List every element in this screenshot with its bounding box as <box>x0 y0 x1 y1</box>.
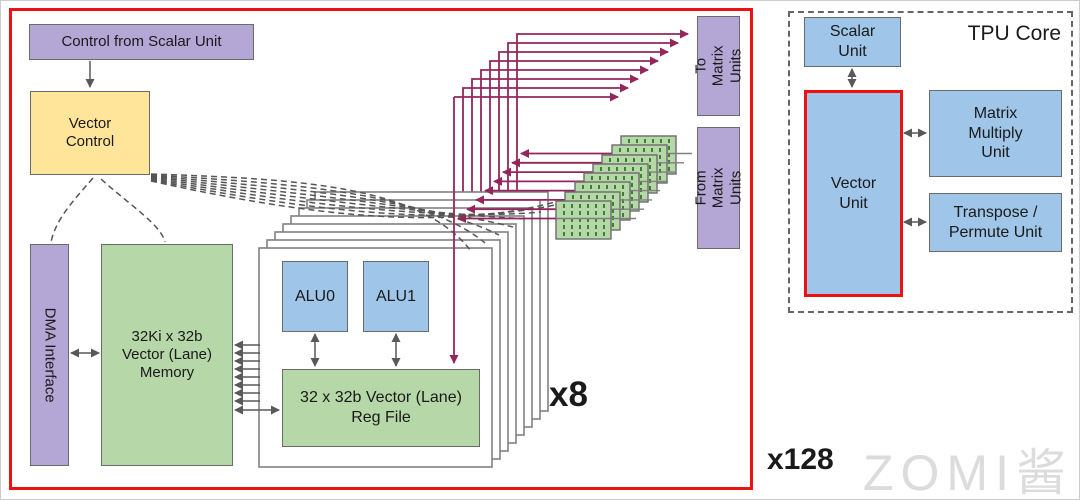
dma-interface-label: DMA Interface <box>41 307 59 403</box>
alu1-label: ALU1 <box>375 287 417 305</box>
alu1-box: ALU1 <box>363 261 429 332</box>
x128-label: x128 <box>767 443 834 476</box>
from-matrix-units-label: From Matrix Units <box>692 167 745 209</box>
scalar-unit-box: Scalar Unit <box>804 17 901 67</box>
vector-control-box: Vector Control <box>30 91 150 175</box>
reg-file-box: 32 x 32b Vector (Lane) Reg File <box>282 369 480 447</box>
vector-memory-box: 32Ki x 32b Vector (Lane) Memory <box>101 244 233 466</box>
tpu-core-panel <box>788 11 1073 313</box>
from-matrix-latches <box>457 135 692 240</box>
vector-unit-box: Vector Unit <box>804 90 903 297</box>
control-from-scalar-unit-label: Control from Scalar Unit <box>61 32 222 50</box>
control-from-scalar-unit-box: Control from Scalar Unit <box>29 24 254 60</box>
to-matrix-units-box: To Matrix Units <box>693 16 744 116</box>
x8-label: x8 <box>549 375 588 414</box>
transpose-permute-unit-label: Transpose / Permute Unit <box>948 203 1043 241</box>
matrix-multiply-unit-box: Matrix Multiply Unit <box>929 90 1062 177</box>
vector-unit-label: Vector Unit <box>830 174 877 212</box>
reg-file-label: 32 x 32b Vector (Lane) Reg File <box>300 389 462 426</box>
transpose-permute-unit-box: Transpose / Permute Unit <box>929 193 1062 252</box>
dma-interface-box: DMA Interface <box>30 244 69 466</box>
vector-unit-detail-frame <box>9 8 753 490</box>
vector-memory-label: 32Ki x 32b Vector (Lane) Memory <box>121 327 213 382</box>
to-matrix-arrows <box>462 29 689 248</box>
alu-regfile-arrows <box>310 333 401 367</box>
tpu-core-title: TPU Core <box>967 22 1061 46</box>
tpu-core-arrows <box>847 68 927 227</box>
to-matrix-units-label: To Matrix Units <box>692 45 745 87</box>
vector-control-label: Vector Control <box>65 114 115 150</box>
scalar-unit-label: Scalar Unit <box>829 23 876 60</box>
alu0-box: ALU0 <box>282 261 348 332</box>
control-dashed-links <box>50 177 166 243</box>
alu0-label: ALU0 <box>294 287 336 305</box>
matrix-multiply-unit-label: Matrix Multiply Unit <box>968 105 1023 162</box>
watermark: ZOMI酱 <box>863 445 1073 500</box>
from-matrix-units-box: From Matrix Units <box>693 127 744 249</box>
memory-lane-arrows <box>234 340 280 415</box>
front-lane-signal <box>449 92 619 364</box>
